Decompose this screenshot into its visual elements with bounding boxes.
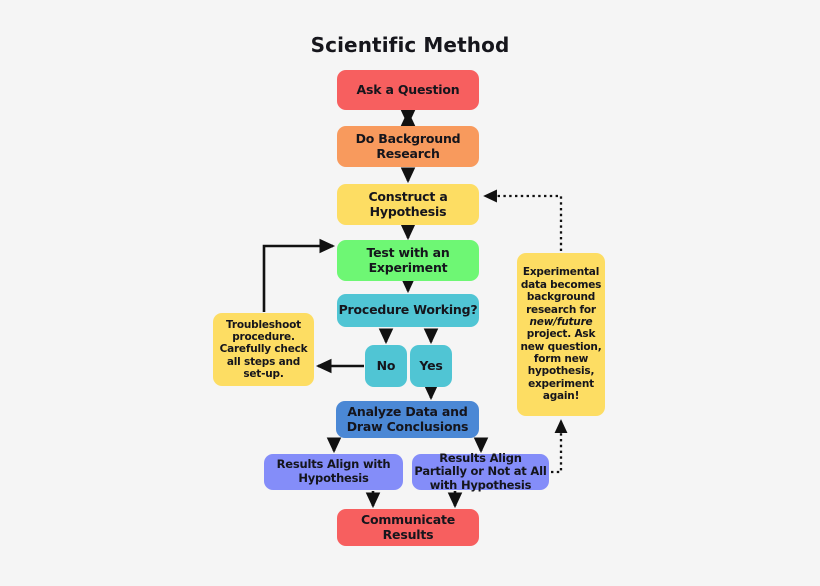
node-construct-a-hypothesis[interactable]: Construct a Hypothesis (337, 184, 479, 225)
node-results-align-with-hypothesis[interactable]: Results Align with Hypothesis (264, 454, 403, 490)
node-label: Results Align Partially or Not at All wi… (414, 450, 547, 492)
node-label: Communicate Results (361, 511, 455, 542)
node-test-with-an-experiment[interactable]: Test with an Experiment (337, 240, 479, 281)
node-label: Procedure Working? (338, 302, 478, 318)
node-label: Do Background Research (355, 130, 461, 161)
node-results-align-partially[interactable]: Results Align Partially or Not at All wi… (412, 450, 549, 492)
node-label-emphasis: new/future (529, 315, 593, 328)
node-do-background-research[interactable]: Do Background Research (337, 126, 479, 167)
connector-partial-experimental (551, 419, 568, 474)
node-experimental-data-note[interactable]: Experimental data becomes background res… (517, 253, 605, 416)
node-label: Test with an Experiment (366, 244, 450, 275)
node-label: Yes (419, 357, 443, 373)
page-title: Scientific Method (310, 33, 510, 57)
node-label: Results Align with Hypothesis (276, 457, 391, 485)
node-label: No (376, 357, 396, 373)
node-label-part1: Experimental data becomes background res… (520, 266, 602, 316)
connector-experimental-hypothesis (483, 189, 563, 251)
node-procedure-working[interactable]: Procedure Working? (337, 294, 479, 327)
node-label: Troubleshoot procedure. Carefully check … (219, 318, 308, 381)
node-ask-a-question[interactable]: Ask a Question (337, 70, 479, 110)
node-label-part2: project. Ask new question, form new hypo… (520, 328, 602, 403)
node-troubleshoot-procedure[interactable]: Troubleshoot procedure. Carefully check … (213, 313, 314, 386)
node-label: Ask a Question (356, 81, 460, 97)
node-no[interactable]: No (365, 345, 407, 387)
node-analyze-data-and-draw-conclusions[interactable]: Analyze Data and Draw Conclusions (336, 401, 479, 438)
node-label-group: Experimental data becomes background res… (520, 266, 602, 402)
node-communicate-results[interactable]: Communicate Results (337, 509, 479, 546)
node-yes[interactable]: Yes (410, 345, 452, 387)
node-label: Analyze Data and Draw Conclusions (346, 403, 469, 434)
node-label: Construct a Hypothesis (368, 188, 448, 219)
connector-troubleshoot-test (262, 238, 336, 312)
